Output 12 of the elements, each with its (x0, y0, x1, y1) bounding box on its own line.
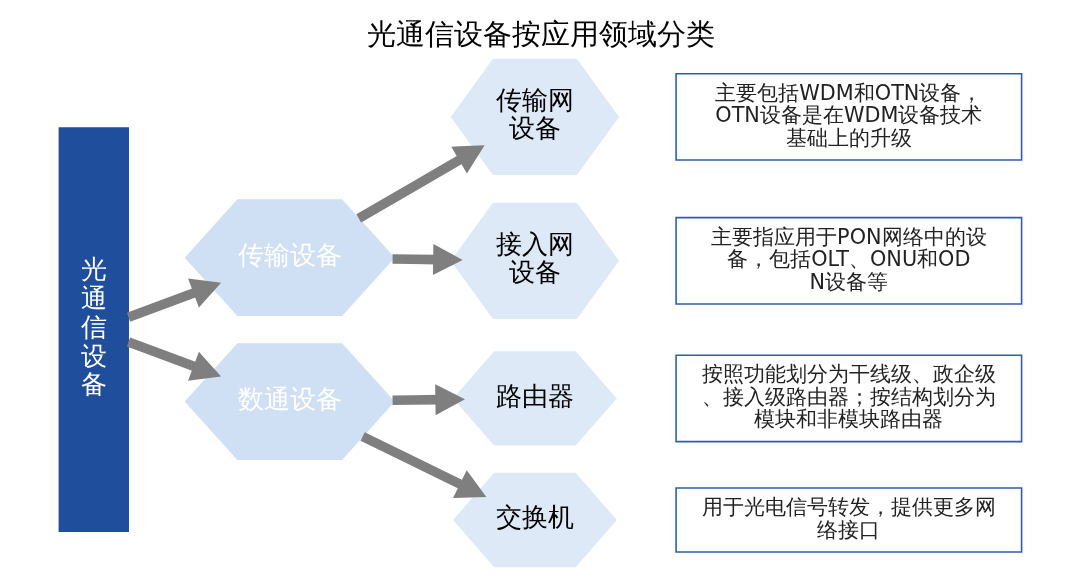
arrow (126, 337, 221, 381)
arrow (392, 384, 465, 416)
node-box: 用于光电信号转发，提供更多网络接口 (674, 487, 1022, 553)
arrow (126, 278, 221, 322)
node-box: 主要包括WDM和OTN设备，OTN设备是在WDM设备技术基础上的升级 (674, 72, 1022, 161)
arrow (355, 145, 485, 223)
arrow (392, 244, 463, 276)
diagram-title: 光通信设备按应用领域分类 (366, 17, 715, 52)
arrow (360, 432, 486, 498)
node-box: 主要指应用于PON网络中的设备，包括OLT、ONU和ODN设备等 (674, 216, 1022, 305)
node-box: 光通信设备 (58, 127, 129, 532)
node-box: 按照功能划分为干线级、政企级、接入级路由器；按结构划分为模块和非模块路由器 (674, 354, 1022, 443)
